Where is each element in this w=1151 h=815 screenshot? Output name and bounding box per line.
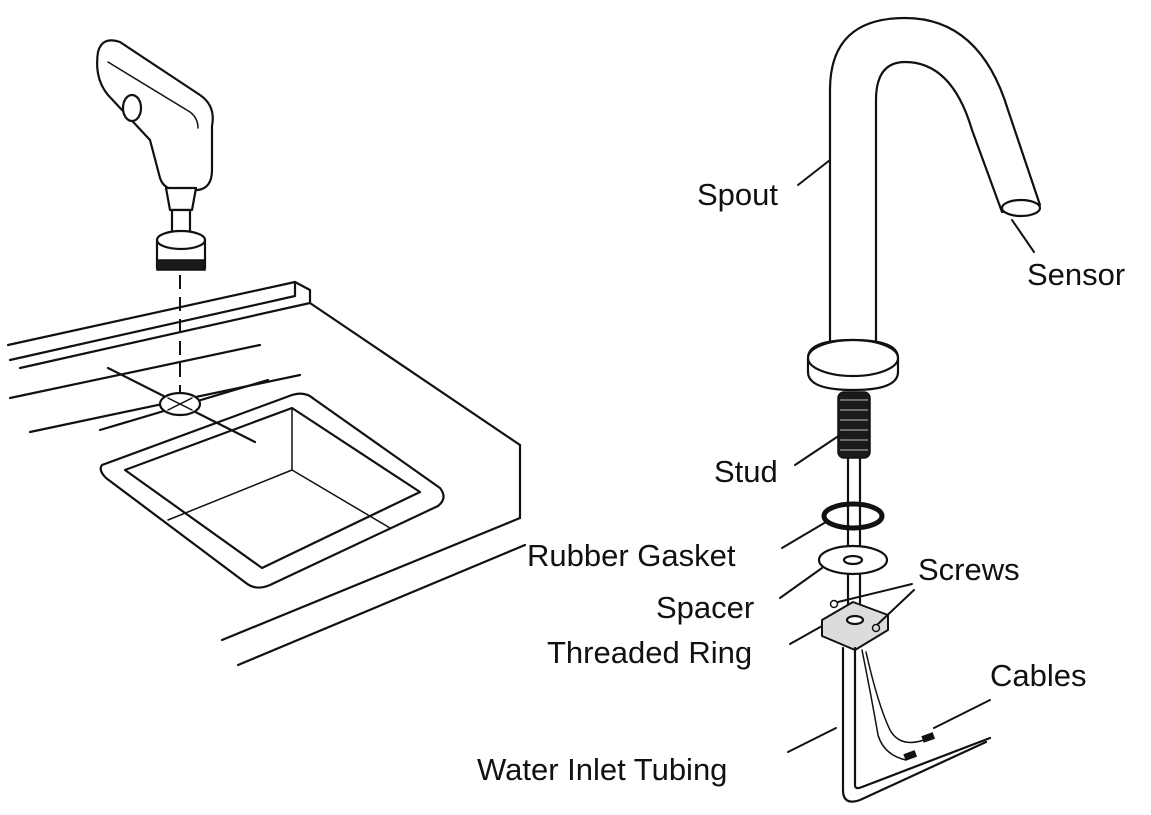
water-inlet-tubing — [841, 646, 992, 803]
countertop — [6, 280, 527, 667]
label-rubber-gasket: Rubber Gasket — [527, 538, 736, 573]
screws-leader-2 — [877, 589, 915, 625]
label-water-inlet-tubing: Water Inlet Tubing — [477, 752, 727, 787]
spacer — [817, 544, 889, 576]
screws-leader-1 — [837, 583, 913, 603]
base-flange — [806, 338, 900, 392]
label-screws: Screws — [918, 552, 1020, 587]
threaded-ring — [821, 599, 889, 651]
label-spout: Spout — [697, 177, 778, 212]
rubber-gasket-leader — [781, 521, 827, 549]
spout-leader — [797, 159, 831, 186]
sensor-leader — [1011, 219, 1035, 253]
stud — [837, 391, 871, 607]
spacer-leader — [779, 567, 823, 599]
drill-icon — [96, 39, 214, 271]
label-threaded-ring: Threaded Ring — [547, 635, 752, 670]
water-inlet-leader — [787, 727, 837, 753]
rubber-gasket — [821, 501, 885, 531]
label-stud: Stud — [714, 454, 778, 489]
sink-basin — [99, 392, 445, 589]
cables-leader — [933, 699, 991, 729]
spout — [828, 16, 1042, 352]
label-sensor: Sensor — [1027, 257, 1125, 292]
stud-leader — [794, 434, 841, 466]
label-cables: Cables — [990, 658, 1087, 693]
threaded-ring-leader — [789, 625, 823, 645]
label-spacer: Spacer — [656, 590, 754, 625]
cables — [861, 649, 936, 761]
drill-hole-marking — [98, 275, 270, 444]
